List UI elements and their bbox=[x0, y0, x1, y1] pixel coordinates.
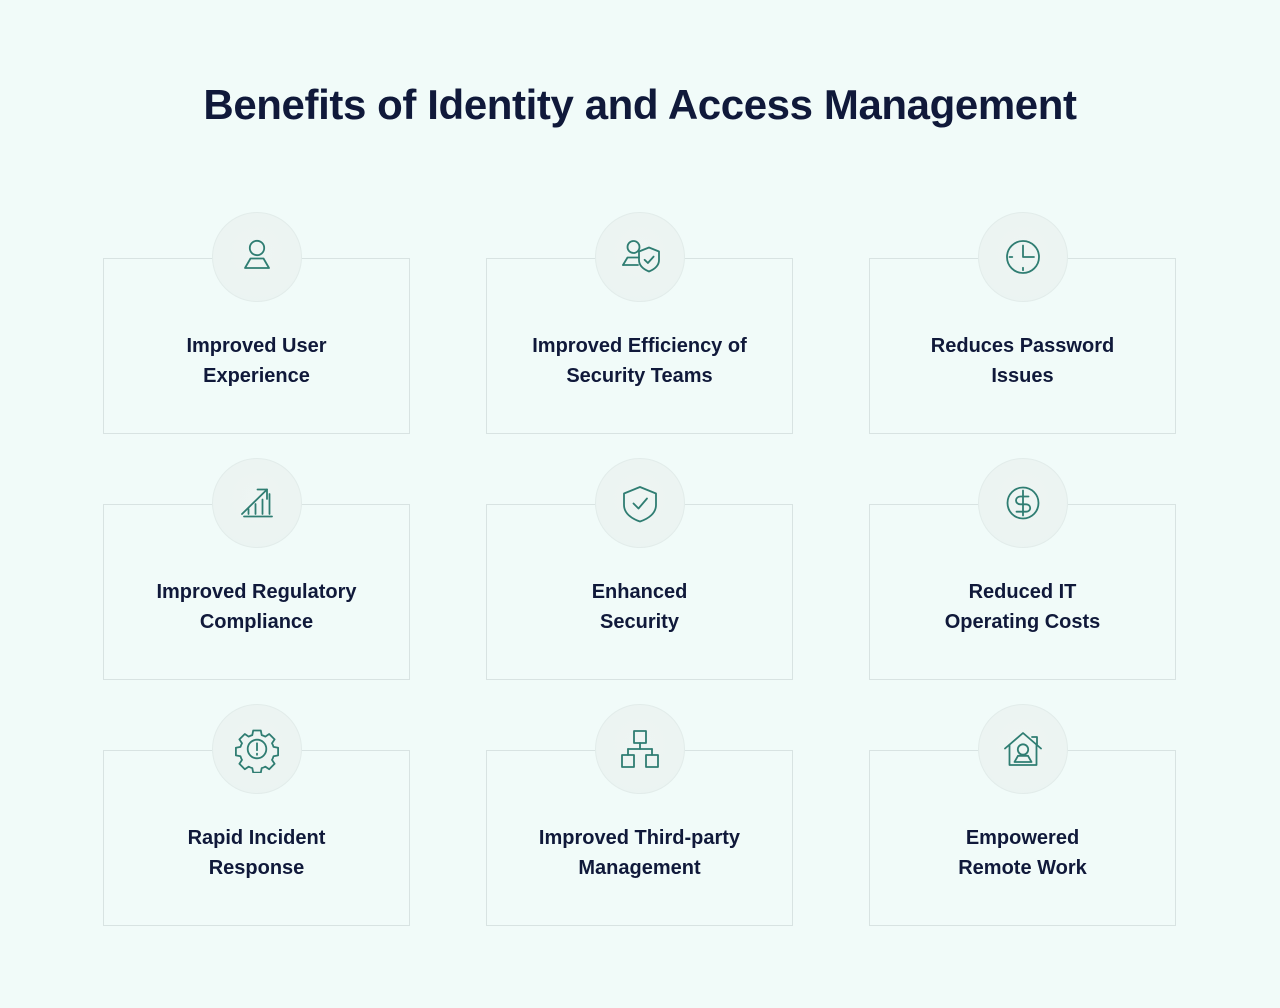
growth-chart-arrow-icon bbox=[211, 458, 302, 548]
benefit-label: Reduced IT Operating Costs bbox=[944, 581, 1101, 634]
benefit-card[interactable]: Empowered Remote Work bbox=[869, 704, 1176, 926]
benefit-card[interactable]: Reduced IT Operating Costs bbox=[869, 458, 1176, 680]
benefit-card[interactable]: Improved Third-party Management bbox=[486, 704, 793, 926]
benefit-label: Improved Regulatory Compliance bbox=[156, 581, 357, 634]
benefit-card[interactable]: Reduces Password Issues bbox=[869, 212, 1176, 434]
benefit-label: Improved Third-party Management bbox=[538, 827, 741, 880]
user-icon bbox=[211, 212, 302, 302]
benefit-card[interactable]: Improved Regulatory Compliance bbox=[103, 458, 410, 680]
benefit-label: Improved Efficiency of Security Teams bbox=[532, 335, 747, 388]
benefit-card[interactable]: Improved Efficiency of Security Teams bbox=[486, 212, 793, 434]
benefit-card[interactable]: Improved User Experience bbox=[103, 212, 410, 434]
benefit-label: Empowered Remote Work bbox=[958, 827, 1087, 880]
benefit-card[interactable]: Enhanced Security bbox=[486, 458, 793, 680]
dollar-coin-icon bbox=[977, 458, 1068, 548]
clock-icon bbox=[977, 212, 1068, 302]
benefit-label: Improved User Experience bbox=[186, 335, 327, 388]
benefits-grid: Improved User Experience Improved Effici… bbox=[103, 212, 1178, 926]
page-title: Benefits of Identity and Access Manageme… bbox=[203, 81, 1077, 128]
org-chart-icon bbox=[594, 704, 685, 794]
benefit-label: Reduces Password Issues bbox=[930, 335, 1115, 388]
benefit-card[interactable]: Rapid Incident Response bbox=[103, 704, 410, 926]
benefit-label: Enhanced Security bbox=[591, 581, 688, 634]
house-person-icon bbox=[977, 704, 1068, 794]
gear-alert-icon bbox=[211, 704, 302, 794]
benefit-label: Rapid Incident Response bbox=[187, 827, 326, 880]
shield-check-icon bbox=[594, 458, 685, 548]
user-shield-check-icon bbox=[594, 212, 685, 302]
